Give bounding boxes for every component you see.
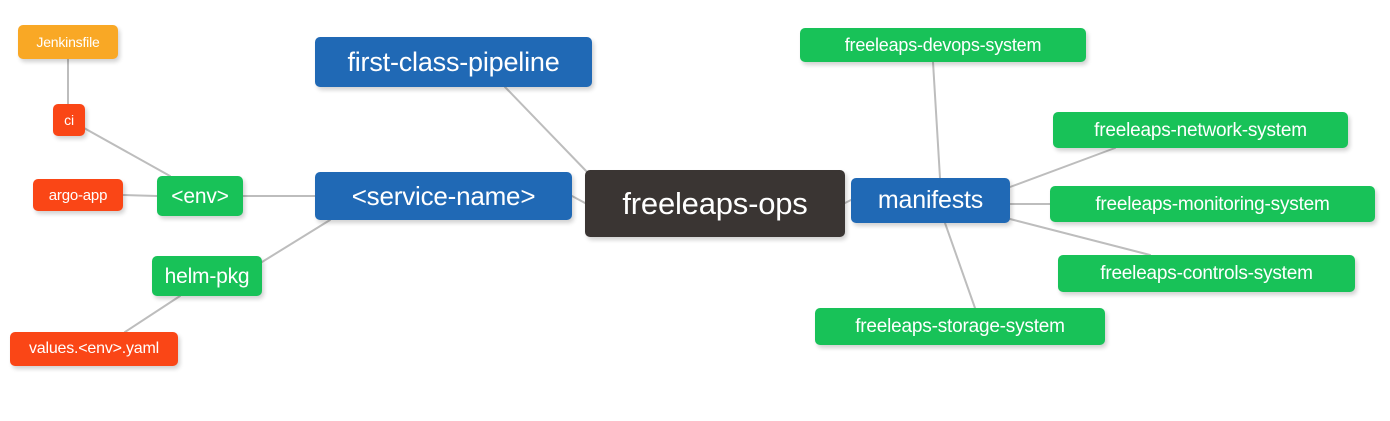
edge-env-to-argo-app bbox=[122, 194, 158, 197]
node-devops-system[interactable]: freeleaps-devops-system bbox=[800, 28, 1086, 62]
node-storage-system[interactable]: freeleaps-storage-system bbox=[815, 308, 1105, 345]
node-manifests[interactable]: manifests bbox=[851, 178, 1010, 223]
node-service-name[interactable]: <service-name> bbox=[315, 172, 572, 220]
node-freeleaps-ops[interactable]: freeleaps-ops bbox=[585, 170, 845, 237]
edge-freeleaps-ops-to-service-name bbox=[571, 195, 586, 204]
node-helm-pkg[interactable]: helm-pkg bbox=[152, 256, 262, 296]
edge-env-to-ci bbox=[83, 127, 171, 177]
edge-freeleaps-ops-to-first-class-pipeline bbox=[504, 86, 591, 176]
edge-helm-pkg-to-values-yaml bbox=[124, 295, 181, 333]
node-jenkinsfile[interactable]: Jenkinsfile bbox=[18, 25, 118, 59]
node-argo-app[interactable]: argo-app bbox=[33, 179, 123, 211]
node-controls-system[interactable]: freeleaps-controls-system bbox=[1058, 255, 1355, 292]
edge-manifests-to-storage-system bbox=[944, 222, 976, 309]
node-values-yaml[interactable]: values.<env>.yaml bbox=[10, 332, 178, 366]
node-monitoring-system[interactable]: freeleaps-monitoring-system bbox=[1050, 186, 1375, 222]
edge-manifests-to-devops-system bbox=[932, 61, 941, 179]
node-network-system[interactable]: freeleaps-network-system bbox=[1053, 112, 1348, 148]
edge-service-name-to-helm-pkg bbox=[261, 219, 331, 263]
node-first-class-pipeline[interactable]: first-class-pipeline bbox=[315, 37, 592, 87]
node-ci[interactable]: ci bbox=[53, 104, 85, 136]
node-env[interactable]: <env> bbox=[157, 176, 243, 216]
edge-manifests-to-network-system bbox=[1009, 147, 1116, 188]
edge-manifests-to-controls-system bbox=[1009, 218, 1151, 256]
